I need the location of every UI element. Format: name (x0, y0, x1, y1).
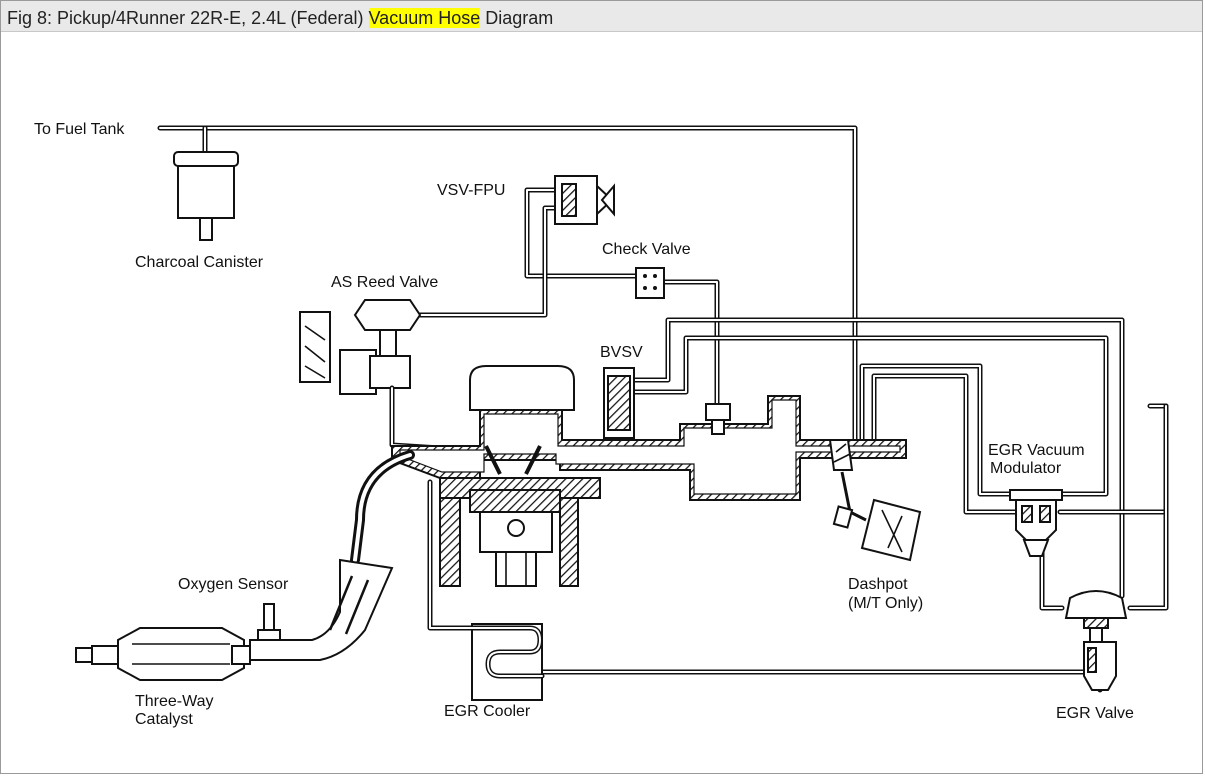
label-charcoal-canister: Charcoal Canister (135, 254, 264, 271)
title-highlight: Vacuum Hose (368, 8, 481, 28)
title-suffix: Diagram (480, 8, 554, 28)
label-egr-vacuum-modulator-line2: Modulator (990, 460, 1062, 477)
label-to-fuel-tank: To Fuel Tank (34, 121, 125, 138)
label-egr-vacuum-modulator-line1: EGR Vacuum (988, 442, 1085, 459)
label-as-reed-valve: AS Reed Valve (331, 274, 438, 291)
label-egr-valve: EGR Valve (1056, 705, 1134, 722)
dashpot (832, 471, 922, 562)
egr-cooler (427, 479, 545, 701)
as-reed-valve (299, 299, 443, 451)
charcoal-canister (173, 151, 239, 241)
vacuum-hoses (157, 125, 1169, 693)
label-check-valve: Check Valve (602, 241, 691, 258)
vsv-fpu (554, 175, 615, 225)
label-dashpot-line1: Dashpot (848, 576, 908, 593)
check-valve (635, 267, 665, 299)
egr-valve (1064, 590, 1128, 691)
diagram-labels: To Fuel Tank Charcoal Canister VSV-FPU C… (34, 121, 1134, 728)
title-bar: Fig 8: Pickup/4Runner 22R-E, 2.4L (Feder… (1, 1, 1202, 32)
label-egr-cooler: EGR Cooler (444, 703, 531, 720)
exhaust-system (75, 450, 415, 681)
label-bvsv: BVSV (600, 344, 643, 361)
label-three-way-catalyst-line2: Catalyst (135, 711, 193, 728)
label-vsv-fpu: VSV-FPU (437, 182, 505, 199)
vacuum-hose-diagram: To Fuel Tank Charcoal Canister VSV-FPU C… (34, 121, 1169, 728)
label-dashpot-line2: (M/T Only) (848, 595, 923, 612)
title-prefix: Fig 8: Pickup/4Runner 22R-E, 2.4L (Feder… (7, 8, 369, 28)
label-three-way-catalyst-line1: Three-Way (135, 693, 214, 710)
egr-vacuum-modulator (1009, 489, 1063, 557)
figure-title: Fig 8: Pickup/4Runner 22R-E, 2.4L (Feder… (7, 8, 553, 29)
engine-assembly (391, 365, 907, 587)
label-oxygen-sensor: Oxygen Sensor (178, 576, 289, 593)
